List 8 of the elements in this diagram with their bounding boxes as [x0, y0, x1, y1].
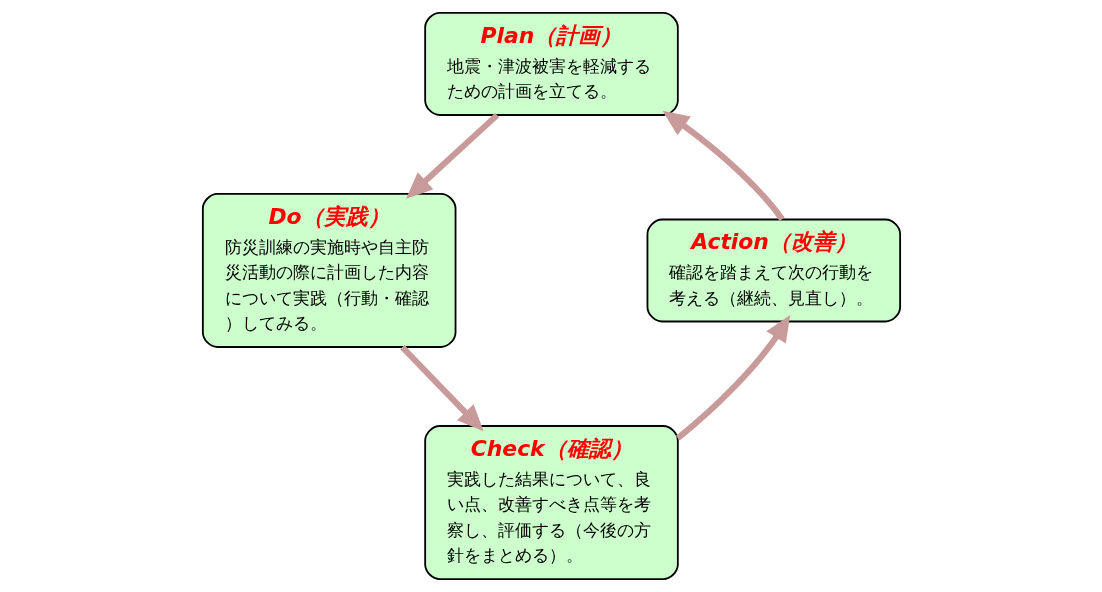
node-box: Do（実践） 防災訓練の実施時や自主防災活動の際に計画した内容について実践（行動・確認）してみる。	[201, 193, 456, 348]
arrow	[675, 315, 790, 441]
arrow	[405, 112, 499, 199]
node-box: Plan（計画） 地震・津波被害を軽減するための計画を立てる。	[423, 12, 679, 116]
arrow	[662, 110, 785, 221]
node-box: Check（確認） 実践した結果について、良い点、改善すべき点等を考察し、評価する（今後の方針をまとめる）。	[423, 425, 679, 580]
arrow	[399, 345, 484, 432]
node-box: Action（改善） 確認を踏まえて次の行動を考える（継続、見直し）。	[646, 218, 901, 323]
